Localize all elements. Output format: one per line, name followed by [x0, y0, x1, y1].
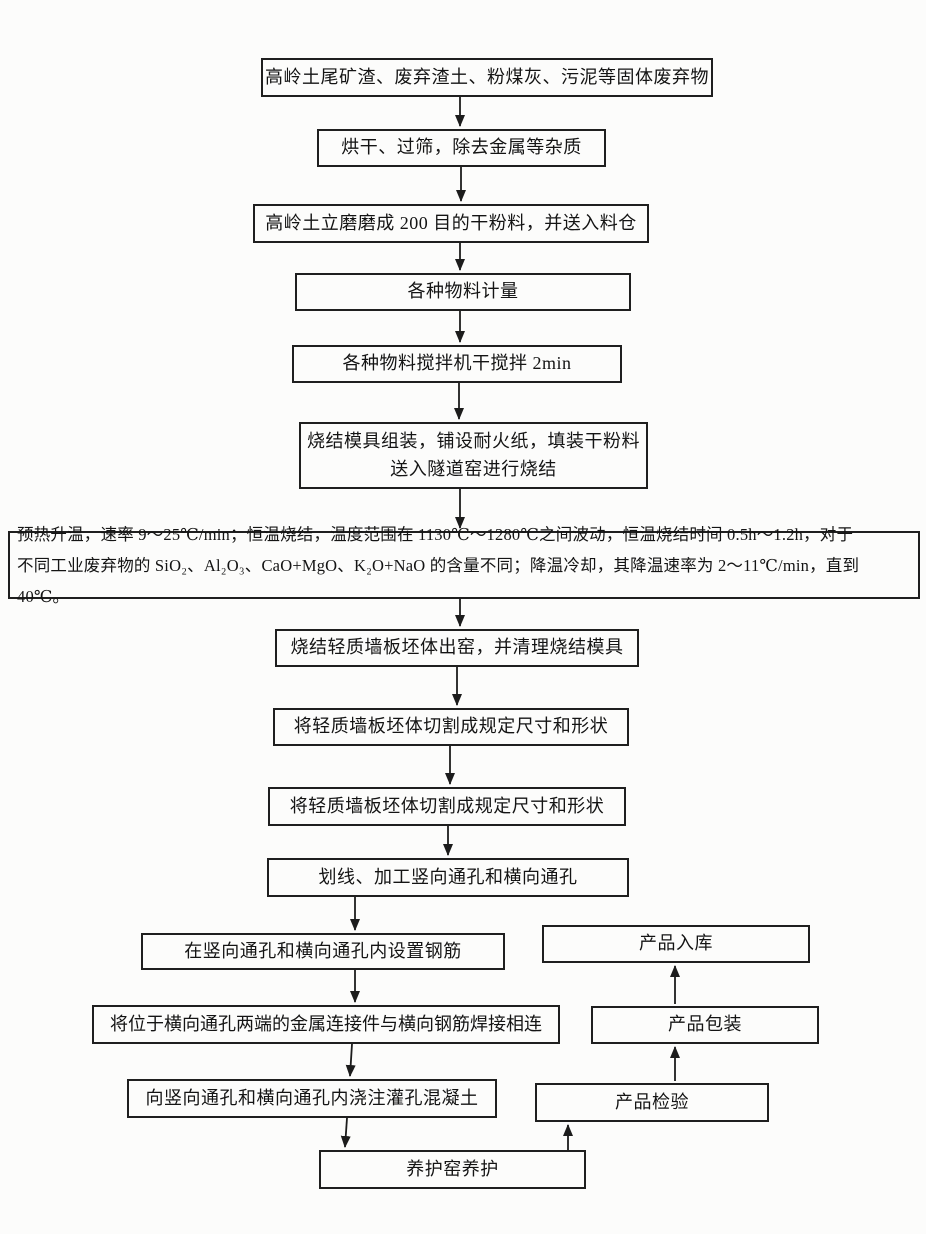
node-kiln-exit: 烧结轻质墙板坯体出窑，并清理烧结模具	[275, 629, 639, 667]
node-product-storage: 产品入库	[542, 925, 810, 963]
node-rebar-placement: 在竖向通孔和横向通孔内设置钢筋	[141, 933, 505, 970]
node-dry-sieve: 烘干、过筛，除去金属等杂质	[317, 129, 606, 167]
arrow-n13-n14	[345, 1043, 356, 1077]
node-concrete-pouring: 向竖向通孔和横向通孔内浇注灌孔混凝土	[127, 1079, 497, 1118]
node-grinding: 高岭土立磨磨成 200 目的干粉料，并送入料仓	[253, 204, 649, 243]
node-raw-materials: 高岭土尾矿渣、废弃渣土、粉煤灰、污泥等固体废弃物	[261, 58, 713, 97]
node-product-packaging: 产品包装	[591, 1006, 819, 1044]
node-cutting-1: 将轻质墙板坯体切割成规定尺寸和形状	[273, 708, 629, 746]
node-cutting-2: 将轻质墙板坯体切割成规定尺寸和形状	[268, 787, 626, 826]
arrow-n14-n15	[340, 1117, 351, 1148]
node-connector-welding: 将位于横向通孔两端的金属连接件与横向钢筋焊接相连	[92, 1005, 560, 1044]
node-sintering-process: 预热升温，速率 9～25℃/min；恒温烧结，温度范围在 1130℃～1280℃…	[8, 525, 920, 606]
node-curing-kiln: 养护窑养护	[319, 1150, 586, 1189]
node-mold-assembly: 烧结模具组装，铺设耐火纸，填装干粉料 送入隧道窑进行烧结	[299, 422, 648, 489]
node-scribing-holes: 划线、加工竖向通孔和横向通孔	[267, 858, 629, 897]
node-dry-mixing: 各种物料搅拌机干搅拌 2min	[292, 345, 622, 383]
node-material-metering: 各种物料计量	[295, 273, 631, 311]
node-product-inspection: 产品检验	[535, 1083, 769, 1122]
